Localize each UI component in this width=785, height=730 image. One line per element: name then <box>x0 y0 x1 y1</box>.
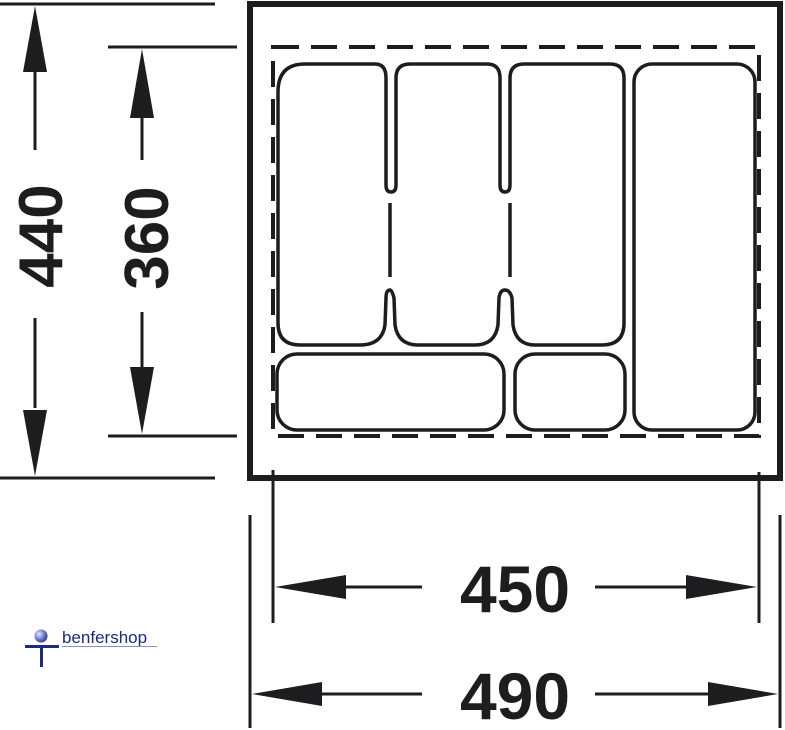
dimension-label-450: 450 <box>460 552 570 626</box>
inner-dashed-boundary <box>271 45 761 438</box>
dimension-label-440: 440 <box>7 184 76 287</box>
sphere-on-t-icon <box>34 629 48 643</box>
compartment-bottom-small <box>513 352 627 432</box>
arrow-up-icon <box>130 49 154 118</box>
dimension-label-490: 490 <box>460 659 570 730</box>
dimension-440 <box>0 2 215 480</box>
arrow-right-icon <box>686 575 757 599</box>
dimension-450 <box>271 470 761 623</box>
arrow-down-icon <box>130 367 154 434</box>
compartment-bottom-wide <box>275 352 506 432</box>
logo-text: benfershop <box>62 628 147 647</box>
compartments <box>275 62 757 432</box>
compartment-right-tall <box>632 62 757 432</box>
dimension-490 <box>248 515 782 728</box>
arrow-right-icon <box>708 682 778 706</box>
benfershop-logo: benfershop <box>25 628 157 667</box>
logo-underline <box>62 646 157 647</box>
dimension-label-360: 360 <box>113 186 182 289</box>
top-compartments-outline <box>276 62 626 347</box>
logo-t-stem <box>40 645 43 667</box>
arrow-up-icon <box>23 6 47 72</box>
arrow-down-icon <box>23 410 47 476</box>
dimension-360 <box>108 45 237 438</box>
arrow-left-icon <box>252 682 322 706</box>
outer-frame <box>247 1 783 481</box>
arrow-left-icon <box>275 575 346 599</box>
